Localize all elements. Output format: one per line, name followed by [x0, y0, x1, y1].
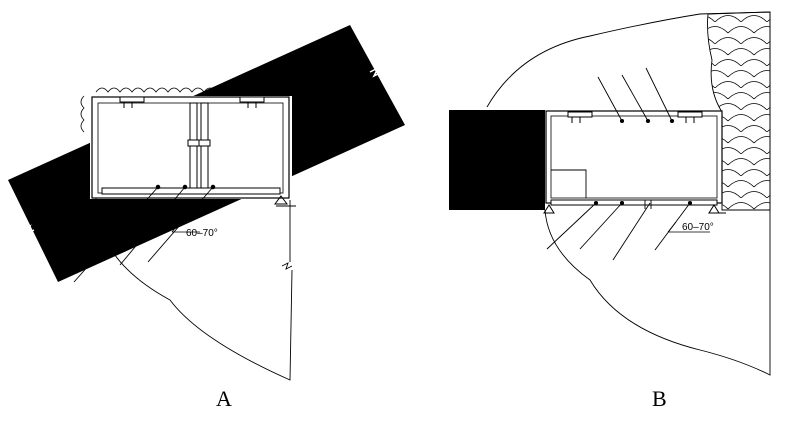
roof-anchors-b	[597, 67, 675, 124]
break-mark-floor-a	[281, 262, 293, 270]
panel-b-caption: B	[652, 386, 667, 411]
floor-bolts-b	[546, 200, 693, 261]
break-marks	[21, 66, 383, 236]
angle-label-b: 60–70°	[682, 222, 714, 233]
angle-annotation-b: 60–70°	[667, 221, 714, 233]
rock-outline-b	[486, 11, 771, 376]
floor-beam-a	[101, 187, 281, 195]
roof-bolts-b	[567, 111, 703, 123]
support-frame-a	[91, 96, 290, 199]
coal-body-b	[449, 110, 545, 210]
side-panel-b	[551, 169, 587, 198]
roof-bolts-a	[119, 96, 265, 108]
floor-boundary-a	[95, 197, 293, 381]
support-frame-inner-b	[550, 115, 718, 199]
support-frame-b	[545, 110, 723, 204]
floor-beam-b	[550, 199, 718, 206]
angle-annotation-a: 60–70°	[171, 221, 218, 239]
panel-a-caption: A	[216, 386, 232, 411]
panel-a: 60–70°	[8, 25, 405, 381]
side-support-a	[274, 195, 296, 207]
floor-bolts-a	[73, 184, 216, 283]
floor-supports-b	[543, 204, 726, 214]
angle-label-a: 60–70°	[186, 228, 218, 239]
panel-b: 60–70°	[449, 11, 771, 376]
roof-mesh-a	[80, 87, 217, 133]
